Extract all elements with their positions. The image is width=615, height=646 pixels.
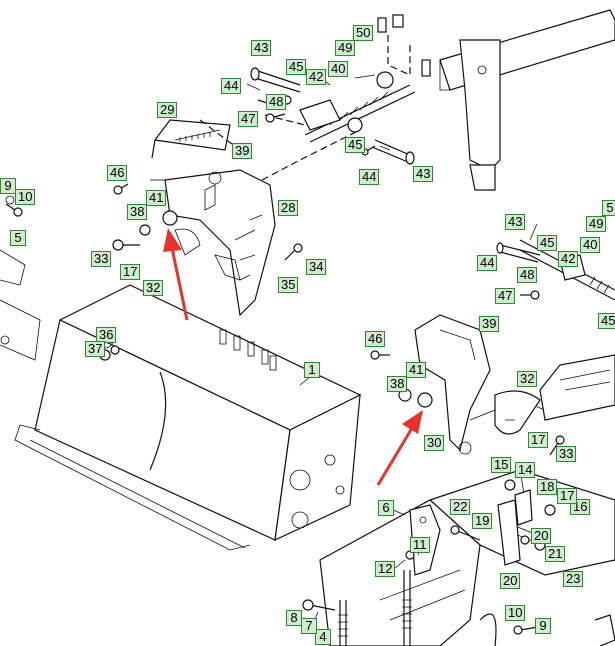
callout-5-left: 5 — [10, 230, 26, 246]
callout-43-mid: 43 — [413, 166, 434, 182]
callout-19: 19 — [472, 513, 493, 529]
callout-49-right: 49 — [586, 216, 607, 232]
callout-20-lower: 20 — [500, 573, 521, 589]
callout-12: 12 — [375, 561, 396, 577]
callout-41-upper: 41 — [146, 190, 167, 206]
callout-48-upper: 48 — [266, 94, 287, 110]
callout-17-lower: 17 — [557, 488, 578, 504]
callout-46-lower: 46 — [365, 331, 386, 347]
callout-39-upper: 39 — [232, 143, 253, 159]
callout-33-left: 33 — [91, 251, 112, 267]
callout-17-upper: 17 — [120, 264, 141, 280]
callout-17-right: 17 — [528, 432, 549, 448]
callout-11: 11 — [410, 537, 430, 553]
callout-1: 1 — [304, 362, 320, 378]
callout-10-bottom: 10 — [505, 605, 526, 621]
callout-18: 18 — [537, 479, 558, 495]
callout-35: 35 — [278, 277, 299, 293]
callout-9-bottom: 9 — [535, 618, 551, 634]
cover-32-right — [539, 354, 615, 421]
callout-23: 23 — [563, 571, 584, 587]
callout-29: 29 — [157, 102, 178, 118]
callout-45-far-right: 45 — [598, 313, 615, 329]
lever-19 — [497, 489, 533, 566]
callout-41-lower: 41 — [406, 362, 427, 378]
callout-44-right: 44 — [477, 255, 498, 271]
bottom-right-bracket — [479, 613, 615, 646]
callout-4: 4 — [315, 629, 331, 645]
callout-40-right: 40 — [580, 237, 601, 253]
callout-14: 14 — [515, 462, 536, 478]
callout-42-upper: 42 — [306, 69, 327, 85]
callout-43-top: 43 — [251, 40, 272, 56]
callout-32-right: 32 — [517, 371, 538, 387]
callout-28: 28 — [278, 200, 299, 216]
callout-8: 8 — [286, 610, 302, 626]
upper-right-frame — [439, 9, 615, 191]
callout-43-right: 43 — [505, 214, 526, 230]
callout-47-upper: 47 — [238, 111, 259, 127]
callout-38-upper: 38 — [127, 204, 148, 220]
pin-43-lower — [371, 139, 415, 165]
callout-44-mid: 44 — [359, 169, 380, 185]
callout-46-upper: 46 — [107, 165, 128, 181]
callout-22: 22 — [450, 499, 471, 515]
callout-47-right: 47 — [495, 288, 516, 304]
callout-45-right: 45 — [537, 235, 558, 251]
callout-50: 50 — [353, 25, 374, 41]
callout-42-right: 42 — [558, 251, 579, 267]
highlight-arrows — [163, 228, 423, 486]
callout-48-right: 48 — [517, 267, 538, 283]
upper-shaft-assembly — [199, 14, 431, 181]
callout-45-mid: 45 — [345, 137, 366, 153]
callout-30: 30 — [424, 435, 445, 451]
callout-7: 7 — [301, 618, 317, 634]
callout-45-upper: 45 — [286, 59, 307, 75]
callout-6: 6 — [378, 500, 394, 516]
callout-37: 37 — [85, 341, 106, 357]
pin-43-upper — [250, 67, 301, 93]
bolts — [5, 95, 565, 635]
main-housing — [0, 284, 362, 551]
callout-5-right: 5 — [602, 200, 615, 216]
callout-33-right: 33 — [556, 446, 577, 462]
cover-plate-29 — [151, 119, 231, 159]
callout-40-upper: 40 — [328, 61, 349, 77]
callout-20-upper: 20 — [531, 528, 552, 544]
callout-9-left: 9 — [0, 178, 16, 194]
callout-36: 36 — [96, 327, 117, 343]
callout-49-upper: 49 — [335, 40, 356, 56]
left-edge-parts — [0, 195, 26, 286]
callout-32-left: 32 — [143, 280, 164, 296]
upper-left-bracket — [164, 169, 276, 317]
callout-38-lower: 38 — [387, 376, 408, 392]
guide-plate-32 — [494, 390, 541, 435]
callout-44-upper: 44 — [221, 78, 242, 94]
callout-21: 21 — [545, 546, 566, 562]
callout-10-left: 10 — [15, 189, 36, 205]
callout-34: 34 — [306, 259, 327, 275]
lower-frame-4 — [319, 499, 481, 646]
callout-39-right: 39 — [479, 316, 500, 332]
callout-15: 15 — [491, 457, 512, 473]
